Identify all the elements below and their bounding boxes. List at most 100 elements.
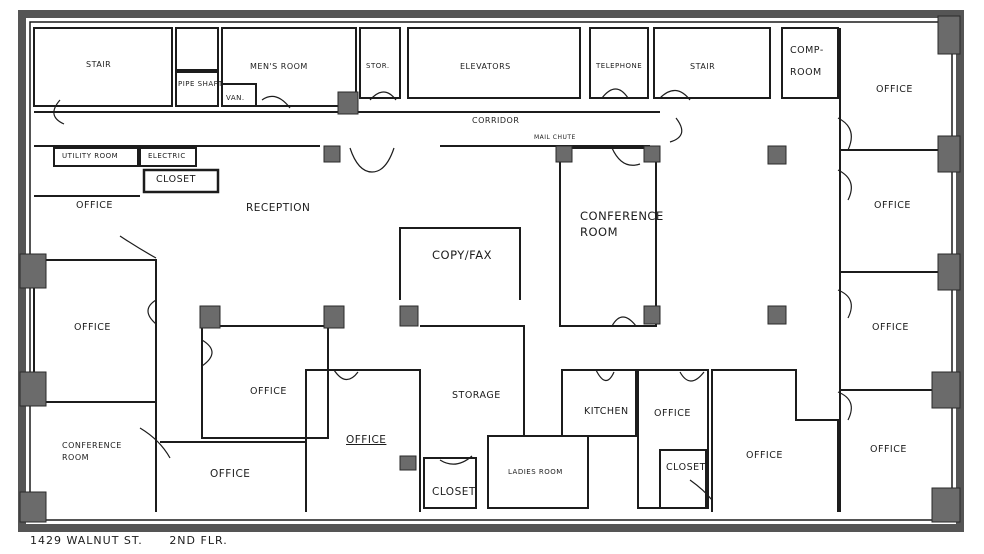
label-office-top-left: OFFICE — [76, 200, 113, 211]
column — [931, 487, 961, 523]
door-swing — [369, 91, 397, 101]
column — [643, 145, 661, 163]
kitchen-room — [561, 369, 637, 437]
door-swing — [679, 371, 705, 382]
pipe-shaft-room — [175, 71, 219, 107]
column — [937, 253, 961, 291]
label-electric: ELECTRIC — [148, 152, 186, 160]
door-swing — [611, 316, 637, 327]
door-swing — [601, 88, 629, 99]
label-utility-room: UTILITY ROOM — [62, 152, 119, 160]
column — [323, 145, 341, 163]
door-swing — [333, 369, 359, 381]
label-copy-fax: COPY/FAX — [432, 248, 492, 262]
label-closet-top: CLOSET — [156, 174, 196, 185]
column — [19, 491, 47, 523]
label-stor: STOR. — [366, 62, 390, 70]
exterior-wall — [18, 10, 964, 532]
closet-small-room — [659, 449, 707, 509]
door-swing — [837, 391, 852, 421]
label-office-east-2: OFFICE — [874, 200, 911, 211]
column — [19, 253, 47, 289]
door-swing — [439, 455, 473, 465]
door-swing — [201, 339, 213, 367]
door-swing — [349, 147, 373, 173]
label-office-small: OFFICE — [654, 408, 691, 419]
label-office-west: OFFICE — [74, 322, 111, 333]
exterior-wall-inner — [29, 21, 953, 521]
label-closet-small: CLOSET — [666, 462, 706, 473]
door-swing — [837, 117, 852, 151]
label-elevators: ELEVATORS — [460, 62, 511, 71]
caption-floor: 2ND FLR. — [169, 534, 228, 547]
stair-left-room — [33, 27, 173, 107]
door-swing — [147, 299, 157, 325]
label-office-se-1: OFFICE — [746, 450, 783, 461]
label-telephone: TELEPHONE — [596, 62, 643, 70]
label-office-mid-bottom: OFFICE — [346, 434, 387, 446]
label-conference-room-sw: CONFERENCE ROOM — [62, 441, 122, 462]
column — [399, 305, 419, 327]
label-conference-room: CONFERENCE ROOM — [580, 209, 664, 239]
column — [767, 145, 787, 165]
door-swing — [689, 479, 713, 501]
door-swing — [139, 427, 171, 459]
label-office-ne: OFFICE — [876, 84, 913, 95]
door-swing — [669, 117, 683, 143]
column — [19, 371, 47, 407]
caption-address: 1429 WALNUT ST. — [30, 534, 143, 547]
copy-fax-partition — [399, 227, 521, 300]
label-office-bottom-left: OFFICE — [210, 468, 251, 480]
elevators-room — [407, 27, 581, 99]
comp-room — [781, 27, 839, 99]
column — [323, 305, 345, 329]
conference-room — [559, 147, 657, 327]
office-small-room — [637, 369, 709, 509]
electric-room — [139, 147, 197, 167]
label-storage: STORAGE — [452, 390, 501, 401]
door-swing — [611, 147, 641, 166]
storage-room — [420, 325, 525, 436]
column — [643, 305, 661, 325]
label-van: VAN. — [226, 94, 245, 102]
door-swing — [53, 99, 65, 125]
shaft-top-room — [175, 27, 219, 71]
label-mens-room: MEN'S ROOM — [250, 62, 308, 71]
label-reception: RECEPTION — [246, 202, 311, 214]
label-pipe-shaft: PIPE SHAFT — [178, 80, 223, 88]
stair-right-room — [653, 27, 771, 99]
label-office-se-2: OFFICE — [870, 444, 907, 455]
office-center-room — [201, 325, 329, 439]
label-stair-right: STAIR — [690, 62, 716, 71]
ladies-room — [487, 435, 589, 509]
label-office-east-3: OFFICE — [872, 322, 909, 333]
door-swing — [371, 147, 395, 173]
label-kitchen: KITCHEN — [584, 406, 629, 417]
closet-bottom-room — [423, 457, 477, 509]
label-comp-room: COMP-ROOM — [790, 45, 824, 78]
column — [767, 305, 787, 325]
office-se-1-room — [711, 369, 839, 512]
door-swing — [119, 235, 157, 259]
door-swing — [261, 95, 291, 109]
label-closet-bottom: CLOSET — [432, 486, 476, 498]
label-ladies-room: LADIES ROOM — [508, 468, 563, 476]
closet-top-room — [142, 168, 220, 194]
column — [937, 15, 961, 55]
stor-room — [359, 27, 401, 99]
column — [199, 305, 221, 329]
door-swing — [659, 89, 691, 101]
label-corridor: CORRIDOR — [472, 116, 520, 125]
column — [399, 455, 417, 471]
telephone-room — [589, 27, 649, 99]
column — [337, 91, 359, 115]
column — [937, 135, 961, 173]
label-office-center: OFFICE — [250, 386, 287, 397]
label-stair-left: STAIR — [86, 60, 112, 69]
door-swing — [595, 369, 615, 382]
column — [931, 371, 961, 409]
door-swing — [837, 169, 852, 201]
utility-room — [53, 147, 139, 167]
door-swing — [837, 289, 852, 319]
